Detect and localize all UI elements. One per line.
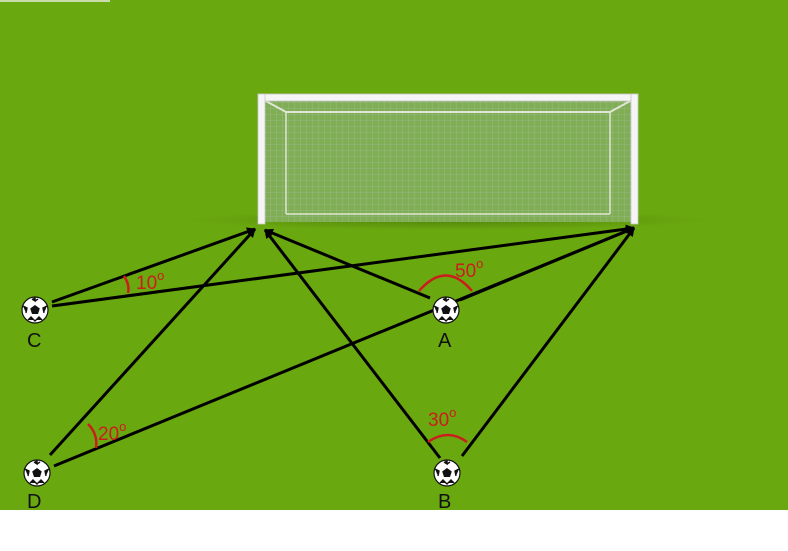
angle-arc-a <box>418 274 473 292</box>
angle-arcs <box>87 274 473 449</box>
arrow-b-right-post <box>460 227 636 457</box>
player-label-b: B <box>438 491 451 513</box>
arrow-a-left-post <box>264 228 431 300</box>
soccer-ball-icon <box>23 459 51 487</box>
player-label-d: D <box>27 491 41 513</box>
soccer-ball-icon <box>432 296 460 324</box>
soccer-ball-icon <box>433 459 461 487</box>
goal-right-post <box>630 93 639 225</box>
arrow-c-right-post <box>51 224 635 308</box>
arrow-d-left-post <box>48 227 257 457</box>
player-label-c: C <box>27 330 41 352</box>
arrow-d-right-post <box>53 226 635 468</box>
angle-label-b: 30o <box>428 405 456 431</box>
pitch <box>0 0 788 510</box>
angle-arc-d <box>87 423 98 449</box>
angle-arc-b <box>427 433 468 444</box>
soccer-ball-icon <box>21 296 49 324</box>
shot-arrows <box>48 224 636 468</box>
arrow-b-left-post <box>263 229 442 459</box>
goal-crossbar <box>257 93 639 102</box>
angle-label-c: 10o <box>136 268 164 294</box>
angle-label-a: 50o <box>455 256 483 282</box>
angle-label-d: 20o <box>98 419 126 445</box>
angle-arc-c <box>122 275 130 294</box>
goal <box>188 93 708 230</box>
goal-left-post <box>257 93 266 225</box>
arrow-c-left-post <box>51 227 256 304</box>
player-label-a: A <box>438 330 452 352</box>
